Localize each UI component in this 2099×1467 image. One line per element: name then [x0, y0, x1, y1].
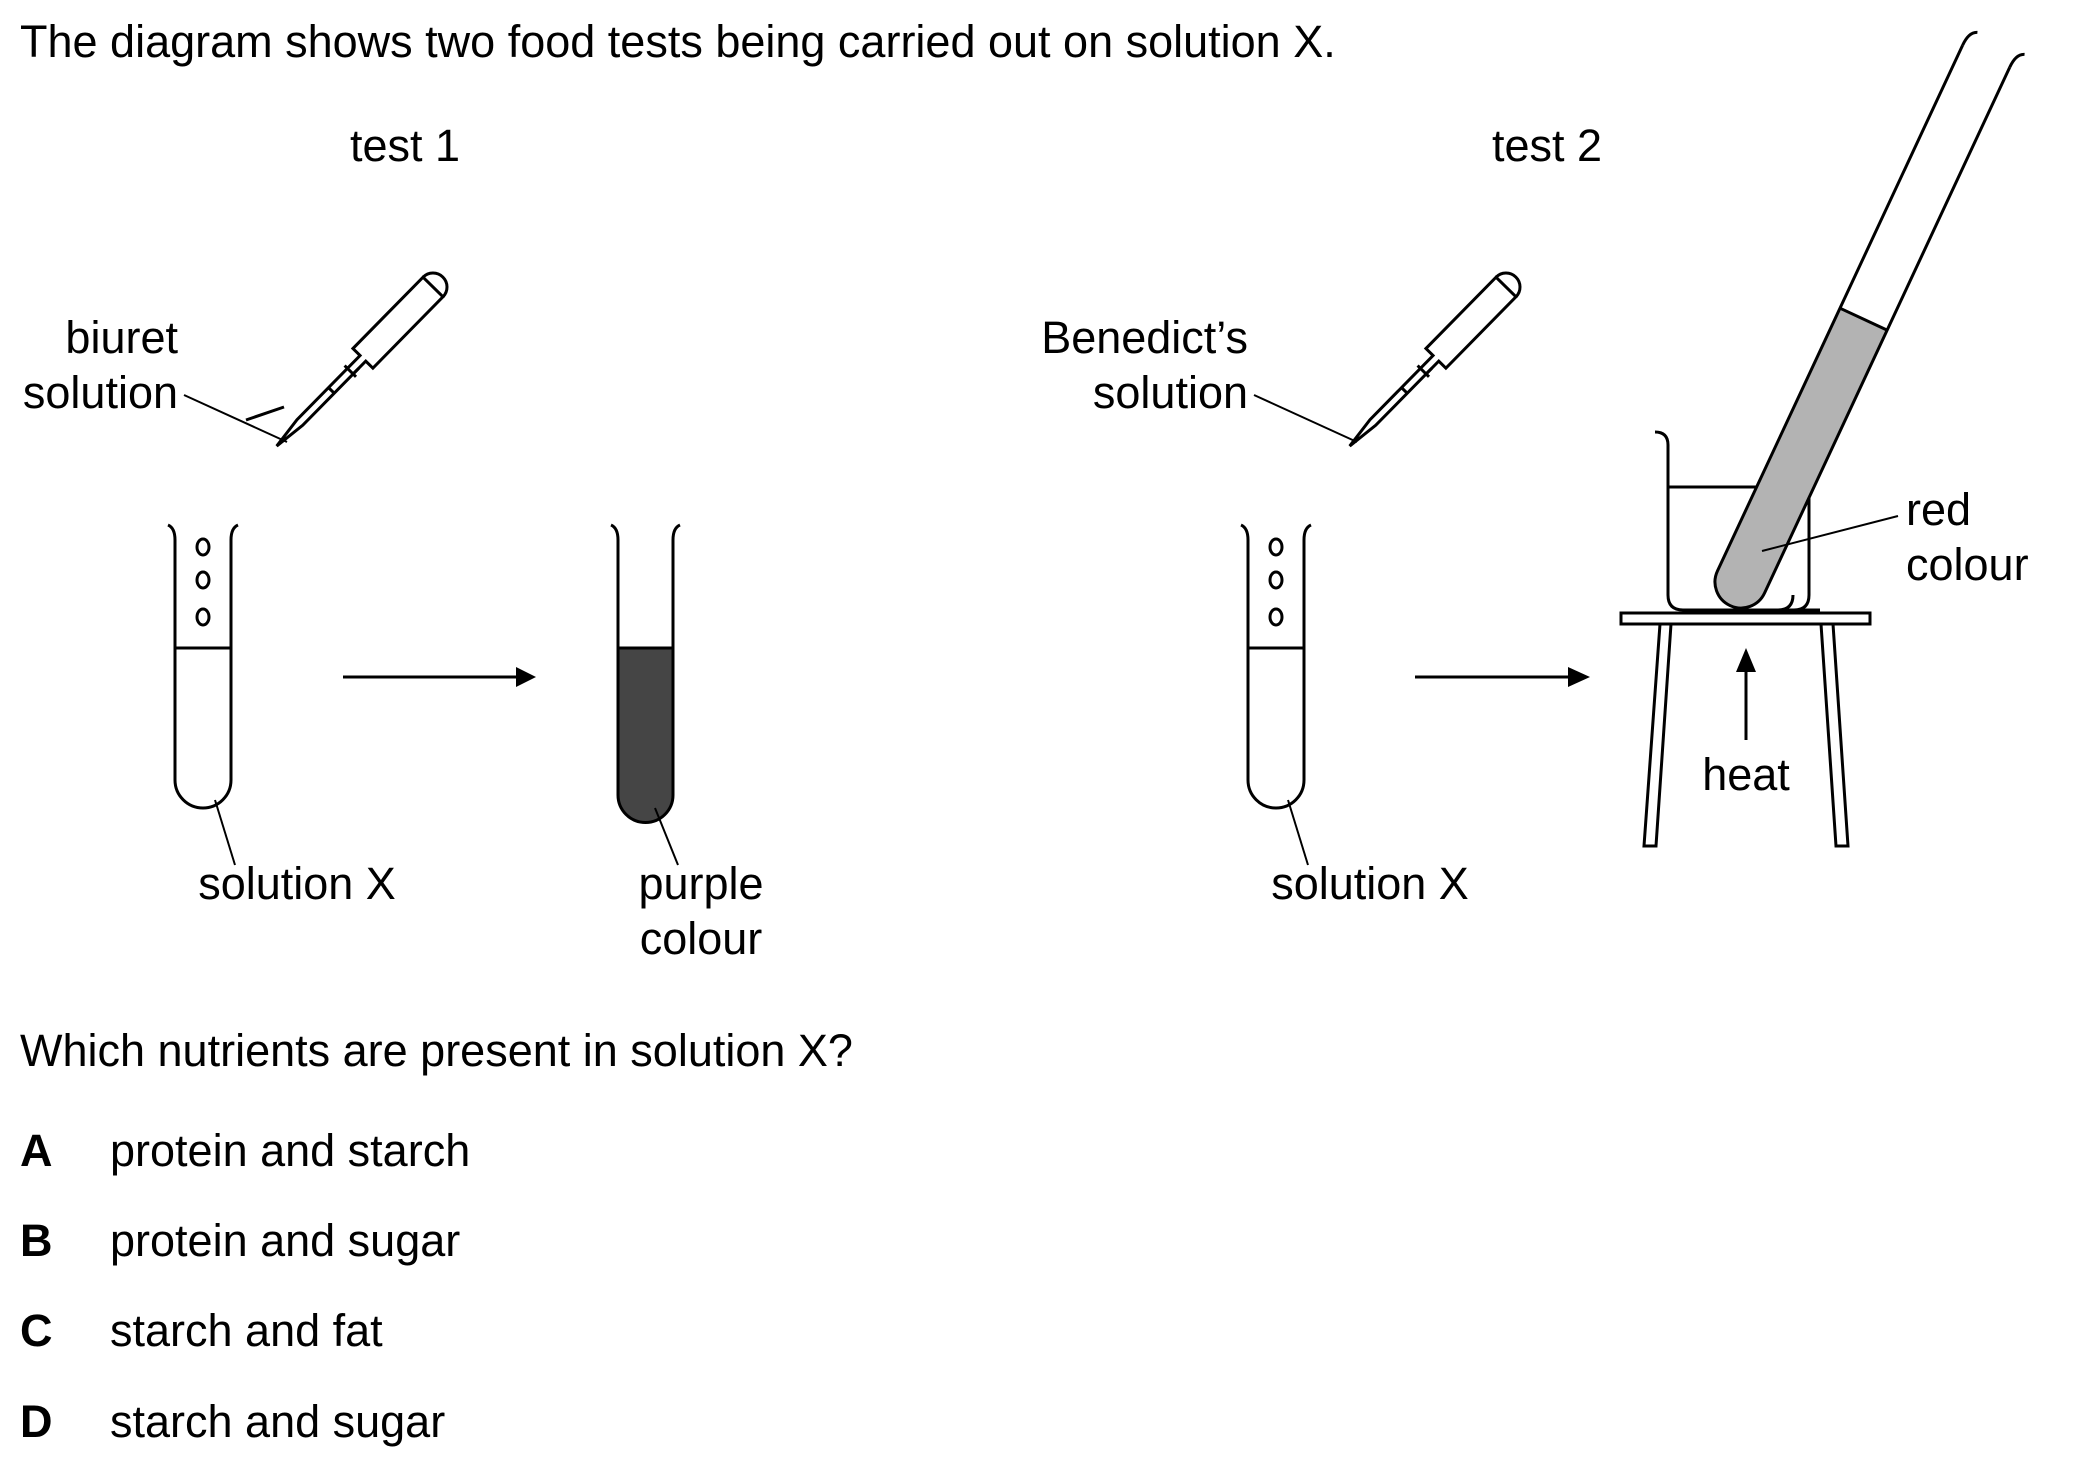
option-c-letter: C — [20, 1305, 53, 1356]
drop-6 — [1268, 607, 1284, 627]
biuret-label-line1: biuret — [65, 312, 178, 363]
drop-3 — [195, 607, 211, 627]
test1-sample-leader — [214, 799, 236, 866]
benedicts-label-line1: Benedict’s — [1041, 312, 1248, 363]
question-stem: The diagram shows two food tests being c… — [20, 16, 1336, 67]
purple-liquid — [618, 648, 673, 823]
test2-sample-leader — [1287, 799, 1309, 866]
test2-sample-tube — [1240, 523, 1312, 810]
benedicts-dropper — [1348, 271, 1522, 448]
option-d-text: starch and sugar — [110, 1396, 446, 1447]
drop-4 — [1268, 537, 1284, 557]
question-prompt: Which nutrients are present in solution … — [20, 1025, 853, 1076]
purple-label-line2: colour — [640, 913, 763, 964]
biuret-leader-line — [183, 394, 288, 443]
biuret-label-line2: solution — [23, 367, 178, 418]
benedicts-leader-line — [1253, 394, 1358, 443]
option-b-text: protein and sugar — [110, 1215, 461, 1266]
food-tests-diagram: test 1 biuret solution solution X purple… — [23, 30, 2029, 964]
red-label-line1: red — [1906, 484, 1971, 535]
red-leader-line — [1761, 515, 1899, 552]
test2-sample-label: solution X — [1271, 858, 1469, 909]
purple-label-line1: purple — [638, 858, 763, 909]
test1-sample-label: solution X — [198, 858, 396, 909]
drop-2 — [195, 570, 211, 590]
option-a-letter: A — [20, 1125, 53, 1176]
option-a-text: protein and starch — [110, 1125, 471, 1176]
option-c-text: starch and fat — [110, 1305, 383, 1356]
biuret-dropper — [245, 271, 449, 448]
test1-result-tube — [610, 523, 681, 824]
drop-1 — [195, 537, 211, 557]
red-liquid — [1715, 308, 1888, 608]
option-b-letter: B — [20, 1215, 53, 1266]
test1-result-leader — [654, 807, 679, 866]
test2-result-tube — [1713, 30, 2025, 610]
option-d-letter: D — [20, 1396, 53, 1447]
drop-5 — [1268, 570, 1284, 590]
test1-sample-tube — [167, 523, 239, 810]
tripod-stand — [1619, 611, 1872, 848]
red-label-line2: colour — [1906, 539, 2029, 590]
test1-title: test 1 — [350, 120, 460, 171]
test2-title: test 2 — [1492, 120, 1602, 171]
heat-label: heat — [1702, 749, 1790, 800]
benedicts-label-line2: solution — [1093, 367, 1248, 418]
